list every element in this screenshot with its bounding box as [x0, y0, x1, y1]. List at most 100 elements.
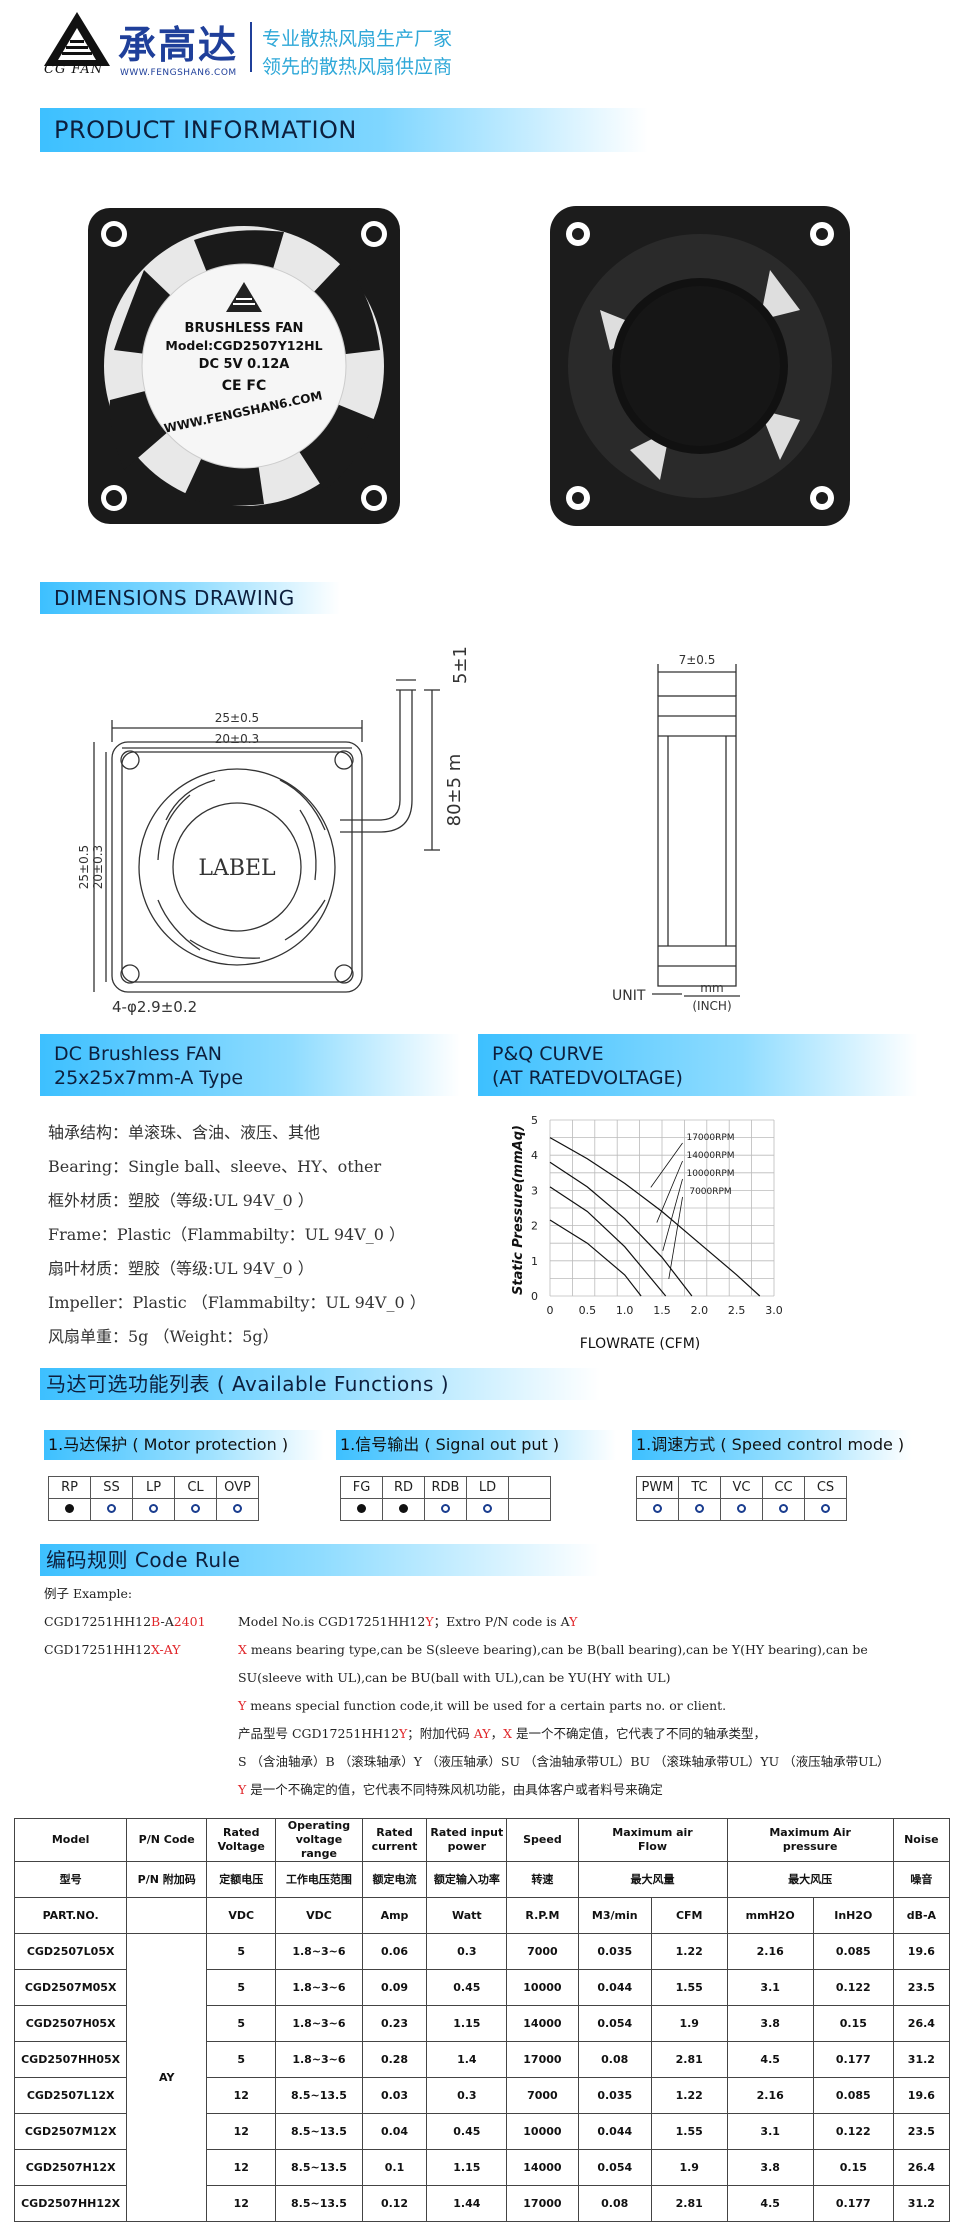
code-line-4: Y means special function code,it will be… — [238, 1698, 727, 1713]
legend-label: 14000RPM — [686, 1151, 734, 1161]
code-line-6: S （含油轴承）B （滚珠轴承）Y （液压轴承）SU （含油轴承带UL）BU （… — [238, 1754, 890, 1769]
table-cell: 5 — [206, 2041, 277, 2078]
table-cell: 1.44 — [426, 2185, 508, 2222]
pq-series — [549, 1137, 761, 1297]
filled-dot-icon — [357, 1504, 366, 1513]
part-number-cell: CGD2507H05X — [13, 2005, 128, 2042]
logo-cn: 承高达 — [118, 23, 239, 67]
part-number-cell: CGD2507HH05X — [13, 2041, 128, 2078]
table-cell: 3.1 — [726, 2113, 814, 2150]
table-cell: 2.81 — [650, 2185, 728, 2222]
dim-height-inner: 20±0.3 — [91, 845, 105, 889]
table-cell: 0.035 — [577, 2077, 652, 2114]
table-cell: 0.08 — [577, 2185, 652, 2222]
table-cell: 8.5~13.5 — [275, 2185, 363, 2222]
fan-label-marks: CE FC — [222, 378, 267, 394]
ring-icon — [441, 1504, 450, 1513]
x-tick-label: 1.5 — [653, 1304, 671, 1317]
product-info-title: PRODUCT INFORMATION — [54, 116, 357, 144]
code-line-1: Model No.is CGD17251HH12Y；Extro P/N code… — [238, 1614, 578, 1629]
table-cell: 19.6 — [892, 2077, 951, 2114]
function-option-label: PWM — [636, 1476, 679, 1499]
functions-banner: 马达可选功能列表 ( Available Functions ) — [40, 1368, 600, 1400]
function-option-mark — [466, 1498, 509, 1521]
table-cell: 26.4 — [892, 2005, 951, 2042]
table-cell: 1.8~3~6 — [275, 1933, 363, 1970]
table-cell: 0.04 — [361, 2113, 428, 2150]
part-number-cell: CGD2507L05X — [13, 1933, 128, 1970]
table-cell: 0.08 — [577, 2041, 652, 2078]
function-option-label: CL — [174, 1476, 217, 1499]
table-cell: 8.5~13.5 — [275, 2149, 363, 2186]
code-line-5: 产品型号 CGD17251HH12Y；附加代码 AY，X 是一个不确定值，它代表… — [238, 1726, 766, 1741]
spec-bearing-en: Bearing：Single ball、sleeve、HY、other — [48, 1157, 382, 1176]
part-number-cell: CGD2507M12X — [13, 2113, 128, 2150]
dimensions-drawing: 25±0.5 20±0.3 25±0.5 20±0.3 LABEL 4-φ2.9… — [77, 646, 740, 1016]
ring-icon — [191, 1504, 200, 1513]
y-tick-label: 2 — [531, 1220, 538, 1233]
y-tick-label: 5 — [531, 1114, 538, 1127]
function-option-label: OVP — [216, 1476, 259, 1499]
function-group-title: 1.信号输出 ( Signal out put ) — [336, 1430, 616, 1460]
dim-holes: 4-φ2.9±0.2 — [112, 998, 197, 1016]
ring-icon — [737, 1504, 746, 1513]
table-cell: 1.15 — [426, 2005, 508, 2042]
spec-table: Model P/N Code Rated Voltage Operating v… — [13, 1818, 951, 2222]
table-cell: 0.45 — [426, 1969, 508, 2006]
pn-code-cell: AY — [126, 1933, 208, 2222]
table-cell: 0.054 — [577, 2149, 652, 2186]
function-option-mark — [174, 1498, 217, 1521]
legend-label: 10000RPM — [686, 1169, 734, 1179]
spec-impeller-en: Impeller：Plastic （Flammabilty：UL 94V_0 ） — [48, 1293, 426, 1312]
series-line — [549, 1186, 667, 1297]
function-option-mark — [48, 1498, 91, 1521]
table-cell: 12 — [206, 2113, 277, 2150]
logo-url: WWW.FENGSHAN6.COM — [120, 68, 237, 78]
table-cell: 0.054 — [577, 2005, 652, 2042]
legend-leader — [656, 1160, 683, 1223]
y-tick-label: 0 — [531, 1290, 538, 1303]
spec-list: 轴承结构：单滚珠、含油、液压、其他 Bearing：Single ball、sl… — [48, 1116, 468, 1354]
fan-label-line3: DC 5V 0.12A — [199, 357, 290, 372]
table-cell: 7000 — [506, 2077, 579, 2114]
pq-xlabel: FLOWRATE (CFM) — [580, 1336, 701, 1352]
fan-type-title1: DC Brushless FAN — [54, 1043, 222, 1065]
logo-triangle-icon — [44, 12, 110, 66]
drawing-label: LABEL — [198, 856, 276, 881]
logo-divider — [250, 22, 252, 72]
table-cell: 1.4 — [426, 2041, 508, 2078]
function-group-title: 1.马达保护 ( Motor protection ) — [44, 1430, 324, 1460]
y-tick-label: 1 — [531, 1255, 538, 1268]
table-cell: 1.8~3~6 — [275, 1969, 363, 2006]
table-cell: 0.3 — [426, 2077, 508, 2114]
function-option-label: FG — [340, 1476, 383, 1499]
table-cell: 12 — [206, 2149, 277, 2186]
table-cell: 5 — [206, 1933, 277, 1970]
function-option-label: TC — [678, 1476, 721, 1499]
function-option-mark — [216, 1498, 259, 1521]
ring-icon — [779, 1504, 788, 1513]
table-cell: 0.09 — [361, 1969, 428, 2006]
legend-leader — [650, 1142, 683, 1188]
table-cell: 0.044 — [577, 2113, 652, 2150]
pq-title2: (AT RATEDVOLTAGE) — [492, 1067, 683, 1089]
spec-weight: 风扇单重：5g （Weight：5g） — [48, 1327, 279, 1346]
function-option-label: RDB — [424, 1476, 467, 1499]
table-cell: 7000 — [506, 1933, 579, 1970]
table-header-units: PART.NO. VDC VDC Amp Watt R.P.M M3/min C… — [13, 1897, 951, 1934]
ring-icon — [653, 1504, 662, 1513]
pq-ylabel: Static Pressure(mmAq) — [511, 1125, 526, 1295]
function-option-label: SS — [90, 1476, 133, 1499]
part-number-cell: CGD2507H12X — [13, 2149, 128, 2186]
table-cell: 0.177 — [812, 2185, 894, 2222]
ring-icon — [695, 1504, 704, 1513]
table-cell: 1.55 — [650, 2113, 728, 2150]
